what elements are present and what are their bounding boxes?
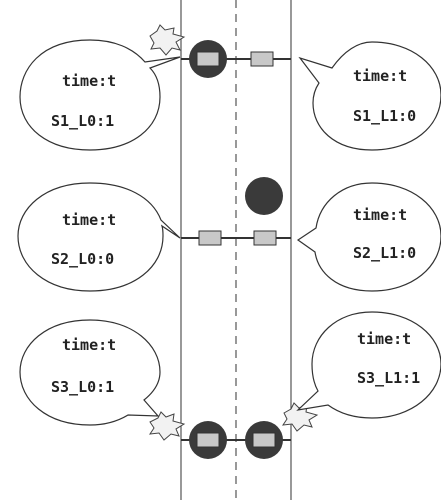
scene2-track — [181, 177, 291, 246]
scene2-sensor-left — [198, 230, 222, 246]
scene1-right-state-label: S1_L1:0 — [353, 107, 416, 125]
scene3-right-bubble: time:t S3_L1:1 — [296, 311, 441, 419]
scene2-sensor-right — [253, 230, 277, 246]
scene1-left-state-label: S1_L0:1 — [51, 112, 114, 130]
scene1-left-bubble: time:t S1_L0:1 — [19, 39, 181, 151]
scene2-right-bubble: time:t S2_L1:0 — [296, 182, 441, 292]
scene2-left-time-label: time:t — [62, 211, 116, 229]
scene2-right-bubble-shape — [296, 182, 441, 292]
scene1-left-time-label: time:t — [62, 72, 116, 90]
scene3-right-starburst-icon — [281, 402, 319, 432]
scene1-left-bubble-shape — [19, 39, 181, 151]
scene3-right-bubble-shape — [296, 311, 441, 419]
scene1-sensor-left — [196, 51, 220, 67]
scene3-left-state-label: S3_L0:1 — [51, 378, 114, 396]
scene2-right-time-label: time:t — [353, 206, 407, 224]
scene3-left-bubble-shape — [19, 319, 161, 426]
scene1-right-time-label: time:t — [353, 67, 407, 85]
scene1-track — [149, 24, 291, 78]
scene1-sensor-right — [250, 51, 274, 67]
scene3-sensor-left — [196, 432, 220, 448]
scene2-right-state-label: S2_L1:0 — [353, 244, 416, 262]
scene1-right-bubble: time:t S1_L1:0 — [298, 41, 441, 151]
scene1-right-bubble-shape — [298, 41, 441, 151]
scene2-left-bubble: time:t S2_L0:0 — [17, 182, 181, 292]
scene3-track — [148, 402, 319, 459]
scene2-left-bubble-shape — [17, 182, 181, 292]
scene3-left-starburst-icon — [148, 411, 186, 441]
scene3-right-state-label: S3_L1:1 — [357, 369, 420, 387]
scene3-sensor-right — [252, 432, 276, 448]
scene2-left-state-label: S2_L0:0 — [51, 250, 114, 268]
scene1-starburst-icon — [149, 24, 186, 56]
scene2-node-floating — [245, 177, 283, 215]
scene3-right-time-label: time:t — [357, 330, 411, 348]
scene3-left-time-label: time:t — [62, 336, 116, 354]
scene3-left-bubble: time:t S3_L0:1 — [19, 319, 161, 426]
